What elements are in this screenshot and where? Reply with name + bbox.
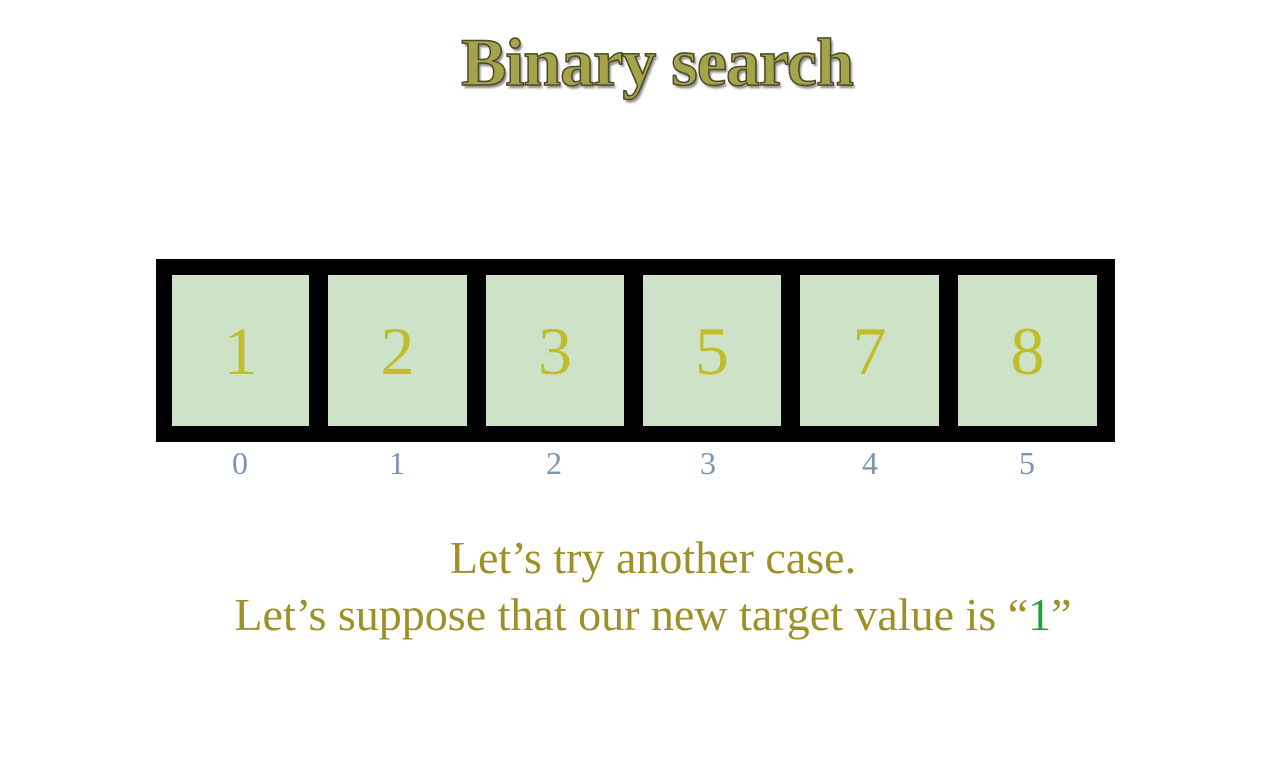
array-index-0: 0	[232, 445, 248, 481]
array-index-5: 5	[1019, 445, 1035, 481]
array-cell-5: 8	[958, 275, 1097, 426]
array-cell-3: 5	[643, 275, 781, 426]
slide-title: Binary search	[460, 23, 854, 100]
target-value: 1	[1028, 589, 1052, 640]
array-index-3: 3	[700, 445, 716, 481]
array-index-2: 2	[546, 445, 562, 481]
array-cell-2: 3	[486, 275, 624, 426]
array-cell-4: 7	[800, 275, 939, 426]
caption-line-2-suffix: ”	[1051, 589, 1072, 640]
array-cell-0: 1	[172, 275, 309, 426]
array-container: 1 2 3 5 7 8	[156, 259, 1115, 442]
array-index-1: 1	[389, 445, 405, 481]
array-cell-1: 2	[328, 275, 467, 426]
caption-line-2-prefix: Let’s suppose that our new target value …	[234, 589, 1029, 640]
array-index-4: 4	[862, 445, 878, 481]
caption-line-1: Let’s try another case.	[449, 532, 857, 583]
caption-line-2: Let’s suppose that our new target value …	[0, 589, 1280, 641]
